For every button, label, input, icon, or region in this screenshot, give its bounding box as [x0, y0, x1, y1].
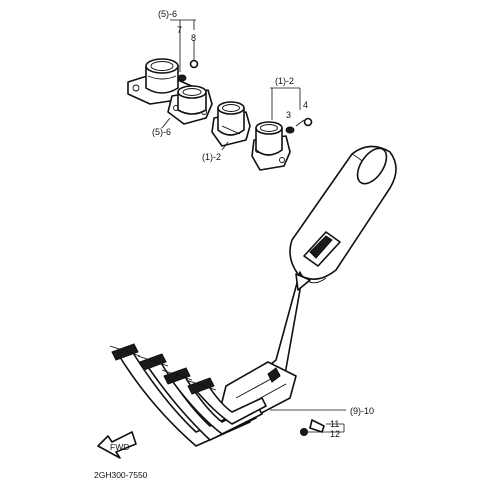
label-5-6-top: (5)-6 [158, 9, 177, 19]
washer-7 [177, 74, 187, 82]
label-11: 11 [330, 419, 339, 429]
label-3: 3 [286, 110, 291, 120]
fwd-label: FWD [110, 442, 129, 452]
label-4: 4 [303, 100, 308, 110]
bolt-8 [189, 40, 199, 69]
label-1-2-right: (1)-2 [275, 76, 294, 86]
nut-12 [300, 428, 308, 436]
muffler [289, 145, 397, 284]
bolt-11 [309, 419, 325, 433]
header-pipe-4 [193, 381, 267, 425]
label-1-2-lower: (1)-2 [202, 152, 221, 162]
diagram-code: 2GH300-7550 [94, 470, 148, 480]
header-flange-2 [137, 353, 169, 371]
leader-lines-upper [161, 19, 301, 151]
label-7: 7 [177, 25, 182, 35]
header-flange-3 [161, 367, 193, 385]
bolt-4 [295, 117, 313, 127]
leader-lines-lower [270, 409, 346, 433]
exhaust-joint-2 [251, 121, 291, 171]
washer-3 [285, 126, 295, 134]
forward-arrow-icon: FWD [97, 431, 137, 459]
label-12: 12 [330, 429, 340, 439]
label-9-10: (9)-10 [350, 406, 374, 416]
label-8: 8 [191, 33, 196, 43]
label-5-6-lower: (5)-6 [152, 127, 171, 137]
exhaust-joint-1 [211, 101, 251, 147]
exhaust-joint-6-lower [167, 85, 213, 125]
header-flange-4 [185, 377, 217, 395]
header-flange-1 [109, 343, 141, 361]
